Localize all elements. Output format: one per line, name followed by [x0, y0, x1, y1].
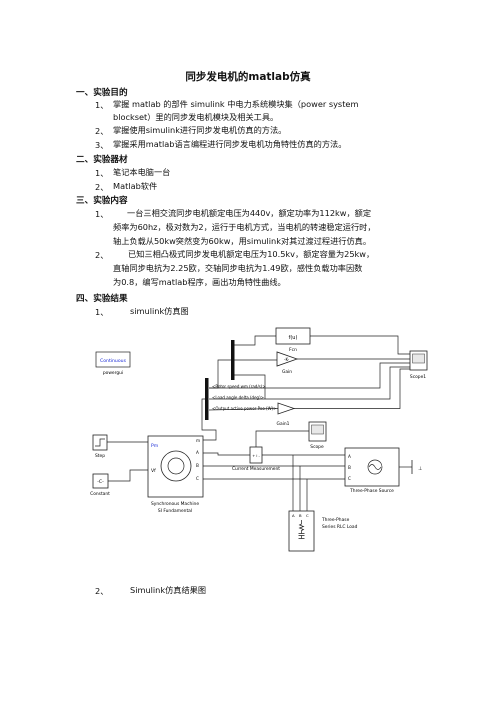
current-measurement-name: Current Measurement	[232, 466, 280, 472]
load-port-c: C	[306, 513, 309, 518]
demux-bar-top[interactable]	[231, 340, 235, 380]
machine-name-line-2: SI Fundamental	[158, 508, 192, 514]
powergui-label: Continuous	[100, 358, 127, 364]
section-heading-content: 三、实验内容	[76, 196, 128, 206]
text-line: 一台三相交流同步电机额定电压为440v，额定功率为112kw，额定	[127, 208, 372, 218]
ground-symbol: ⊥	[418, 466, 422, 472]
section-heading-results: 四、实验结果	[76, 294, 128, 304]
source-port-c: C	[348, 476, 351, 481]
load-name-line-2: Series RLC Load	[322, 524, 358, 530]
bus-label-rotor-speed: <Rotor speed wm (rad/s)>	[212, 384, 266, 389]
list-item-text: Simulink仿真结果图	[130, 585, 207, 595]
text-line: 轴上负载从50kw突然变为60kw，用simulink对其过渡过程进行仿真。	[113, 236, 372, 246]
bus-label-active-power: <Output active power Peo (W)>	[212, 406, 276, 411]
load-port-b: B	[299, 513, 302, 518]
scope-name: Scope	[310, 444, 324, 450]
step-name: Step	[95, 453, 105, 459]
list-number: 2、	[95, 182, 109, 192]
source-name: Three-Phase Source	[349, 488, 394, 494]
list-item-text: 掌握使用simulink进行同步发电机仿真的方法。	[113, 125, 287, 135]
machine-port-m: m	[196, 438, 200, 443]
list-number: 2、	[95, 586, 109, 596]
list-item-text: 掌握采用matlab语言编程进行同步发电机功角特性仿真的方法。	[113, 139, 347, 149]
machine-port-c: C	[196, 476, 199, 481]
machine-port-pm: Pm	[151, 443, 159, 449]
constant-name: Constant	[90, 491, 110, 497]
gain-name: Gain	[282, 369, 292, 375]
signal-wires	[107, 335, 410, 511]
gain1-block[interactable]	[277, 402, 296, 415]
list-item-text: Matlab软件	[113, 181, 158, 191]
text-line: 已知三相凸极式同步发电机额定电压为10.5kv，额定容量为25kw，	[128, 249, 375, 259]
page-title: 同步发电机的matlab仿真	[185, 71, 311, 83]
list-item-text: 笔记本电脑一台	[113, 167, 171, 177]
list-item-text: simulink仿真图	[130, 306, 189, 316]
machine-name-line-1: Synchronous Machine	[151, 501, 199, 507]
text-line: blockset）里的同步发电机模块及相关工具。	[113, 112, 279, 122]
bus-label-load-angle: <Load angle delta (deg)>	[212, 395, 264, 400]
gain-text: -K-	[284, 357, 290, 362]
list-number: 1、	[95, 209, 109, 219]
text-line: 为0.8，编写matlab程序，画出功角特性曲线。	[113, 277, 286, 287]
load-name-line-1: Three-Phase	[321, 517, 350, 523]
list-number: 2、	[95, 126, 109, 136]
text-line: 掌握 matlab 的部件 simulink 中电力系统模块集（power sy…	[113, 99, 359, 109]
machine-port-a: A	[196, 450, 199, 455]
source-port-a: A	[348, 454, 351, 459]
three-phase-source-block[interactable]	[344, 447, 400, 487]
gain-block[interactable]	[276, 351, 299, 367]
fcn-name: Fcn	[289, 347, 297, 353]
list-number: 1、	[95, 168, 109, 178]
powergui-name: powergui	[103, 370, 123, 376]
synchronous-machine-block[interactable]	[147, 435, 204, 498]
fcn-text: f(u)	[289, 335, 298, 341]
current-measurement-text: + i -	[252, 454, 260, 458]
machine-port-vf: Vf	[151, 468, 156, 474]
gain1-name: Gain1	[277, 421, 290, 427]
list-item-text: 掌握 matlab 的部件 simulink 中电力系统模块集（power sy…	[111, 98, 427, 111]
source-port-b: B	[348, 465, 351, 470]
text-line: 直轴同步电抗为2.25欧，交轴同步电抗为1.49欧，感性负载功率因数	[113, 263, 363, 273]
bus-selector-bar[interactable]	[205, 378, 209, 420]
text-line: 频率为60hz，极对数为2，运行于电机方式，当电机的转速稳定运行时，	[113, 222, 376, 232]
constant-text: -C-	[97, 479, 104, 485]
list-number: 3、	[95, 140, 109, 150]
section-heading-purpose: 一、实验目的	[76, 88, 128, 98]
section-heading-equipment: 二、实验器材	[76, 155, 128, 165]
list-number: 1、	[95, 307, 109, 317]
scope1-name: Scope1	[410, 374, 426, 380]
powergui-block[interactable]	[95, 351, 131, 368]
list-number: 1、	[95, 100, 109, 110]
machine-port-b: B	[196, 463, 199, 468]
list-number: 2、	[95, 250, 109, 260]
load-port-a: A	[292, 513, 295, 518]
